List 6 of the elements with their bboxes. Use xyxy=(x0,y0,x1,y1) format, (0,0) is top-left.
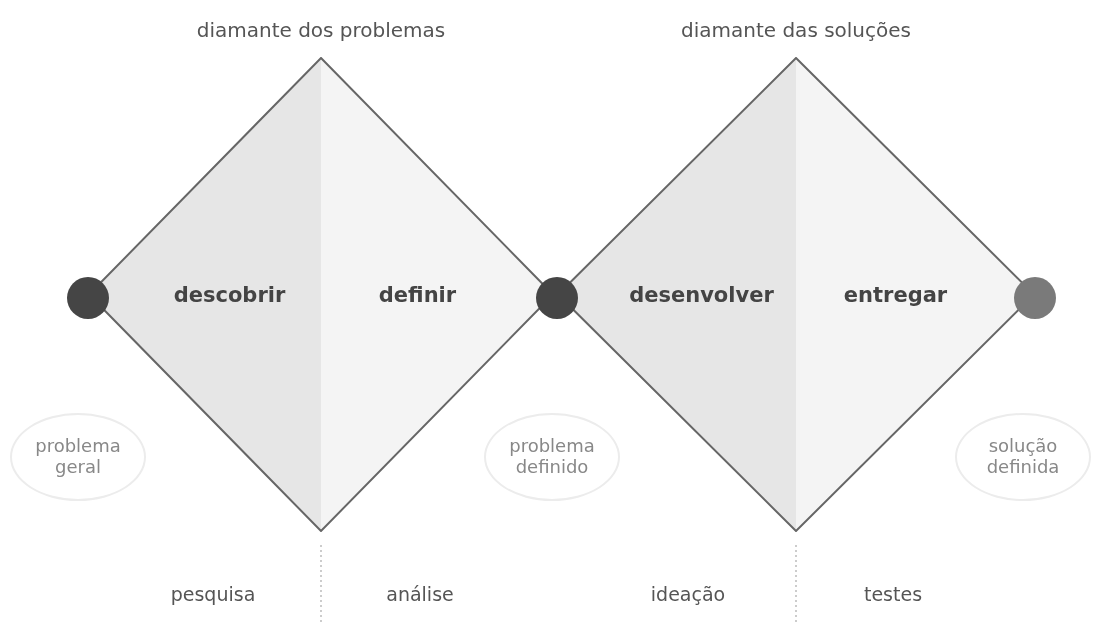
stage-label: pesquisa xyxy=(169,583,257,605)
stage-label: ideação xyxy=(649,583,727,605)
stage-label: testes xyxy=(862,583,924,605)
stage-label: análise xyxy=(385,583,455,605)
diamond-heading: diamante dos problemas xyxy=(195,18,447,42)
diamond-heading: diamante das soluções xyxy=(680,18,912,42)
